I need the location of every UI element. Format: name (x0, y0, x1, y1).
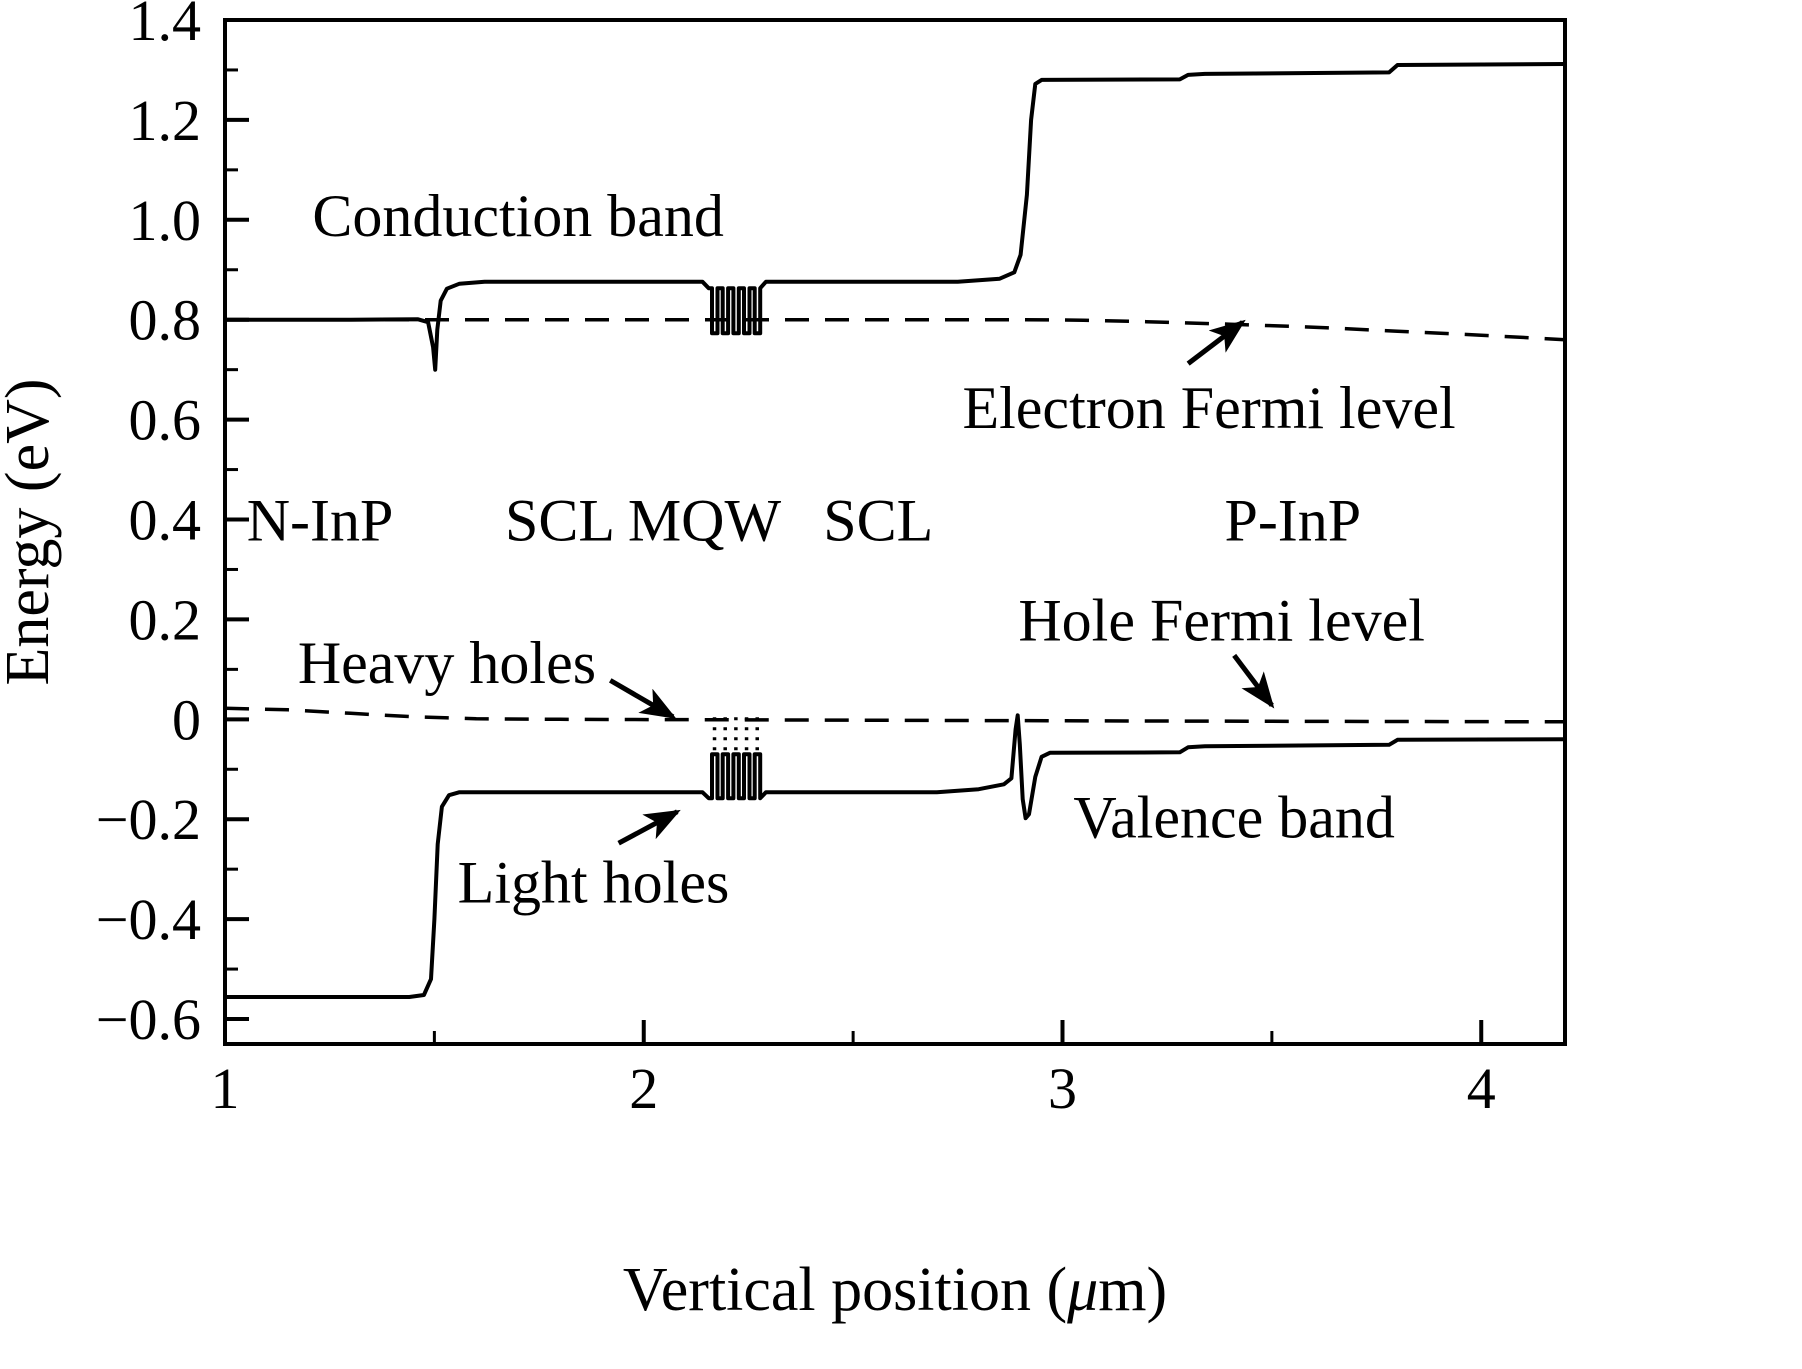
annotation-arrow-electron-fermi-level (1186, 319, 1246, 366)
annotation-arrow-heavy-holes (608, 678, 677, 719)
annotation-arrow-hole-fermi-level (1232, 653, 1275, 709)
y-tick-label: −0.6 (96, 987, 201, 1052)
y-tick-label: 0.6 (129, 388, 202, 453)
y-tick-label: 1.2 (129, 88, 202, 153)
annotation-light-holes: Light holes (458, 850, 730, 916)
y-tick-label: −0.4 (96, 887, 201, 952)
annotation-conduction-band: Conduction band (312, 183, 724, 249)
y-tick-label: 0.4 (129, 488, 202, 553)
hole-fermi-level-curve (224, 706, 1566, 724)
region-label-scl: SCL (505, 488, 615, 554)
valence-band-curve (225, 713, 1566, 999)
x-tick-label: 3 (1048, 1056, 1077, 1121)
annotation-arrow-light-holes (617, 809, 681, 846)
x-tick-label: 2 (629, 1056, 658, 1121)
y-axis-title: Energy (eV) (0, 378, 62, 685)
x-tick-label: 1 (211, 1056, 240, 1121)
x-axis-title: Vertical position (μm) (623, 1256, 1167, 1324)
region-label-mqw: MQW (628, 488, 782, 554)
annotation-valence-band: Valence band (1073, 785, 1395, 851)
conduction-band-curve (225, 62, 1566, 372)
region-label-p-inp: P-InP (1224, 488, 1361, 554)
region-label-n-inp: N-InP (247, 488, 394, 554)
x-tick-label: 4 (1467, 1056, 1496, 1121)
y-tick-label: 1.4 (129, 0, 202, 53)
y-tick-label: 0.2 (129, 587, 202, 652)
annotation-heavy-holes: Heavy holes (298, 630, 596, 696)
y-tick-label: 0.8 (129, 288, 202, 353)
region-label-scl: SCL (823, 488, 933, 554)
plot-frame (223, 18, 1567, 1046)
y-tick-label: 1.0 (129, 188, 202, 253)
annotation-electron-fermi-level: Electron Fermi level (962, 375, 1455, 441)
y-tick-label: −0.2 (96, 787, 201, 852)
y-tick-label: 0 (172, 687, 201, 752)
annotation-hole-fermi-level: Hole Fermi level (1018, 587, 1425, 653)
electron-fermi-level-curve (225, 317, 1566, 342)
